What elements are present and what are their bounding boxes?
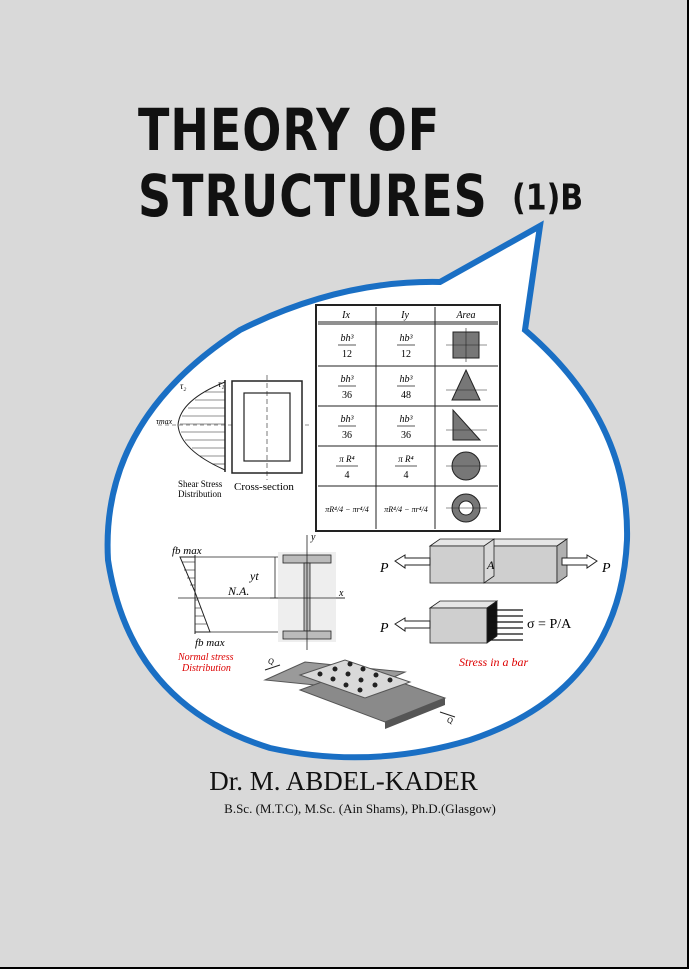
row4-ix-den: 4 xyxy=(345,470,350,481)
section-properties-table: Ix Iy Area bh³ 12 hb³ 12 bh³ 36 hb³ 48 b… xyxy=(315,304,501,532)
row3-iy-num: hb³ xyxy=(400,414,414,425)
row4-iy-num: π R⁴ xyxy=(398,454,413,464)
row2-iy-num: hb³ xyxy=(400,374,414,385)
row1-ix-num: bh³ xyxy=(341,333,355,344)
fb-max-bottom-label: fb max xyxy=(195,637,225,649)
tau-max-label: τmax xyxy=(156,417,173,426)
book-title-line1: THEORY OF xyxy=(138,96,441,164)
sigma-formula: σ = P/A xyxy=(527,617,572,632)
shear-stress-figure: τ₂ τ₁ τmax Shear Stress Distribution Cro… xyxy=(156,375,310,499)
normal-caption-line2: Distribution xyxy=(181,663,231,674)
shear-caption-line2: Distribution xyxy=(178,489,222,499)
rectangle-shape-icon xyxy=(446,328,487,362)
cross-section-caption: Cross-section xyxy=(234,481,294,493)
row2-iy-den: 48 xyxy=(401,390,411,401)
author-name: Dr. M. ABDEL-KADER xyxy=(209,766,478,796)
tau1-label: τ₁ xyxy=(218,379,224,389)
row4-iy-den: 4 xyxy=(404,470,409,481)
book-title-line2: STRUCTURES xyxy=(138,162,488,230)
bar-caption: Stress in a bar xyxy=(459,655,529,669)
shear-caption-line1: Shear Stress xyxy=(178,479,223,489)
right-triangle-shape-icon xyxy=(446,408,487,441)
circle-shape-icon xyxy=(446,451,487,481)
q-right-label: Q xyxy=(447,716,453,725)
bar-tension-figure: P P A P σ = P/A Stress in a bar xyxy=(379,538,611,669)
row4-ix-num: π R⁴ xyxy=(339,454,354,464)
neutral-axis-label: N.A. xyxy=(227,584,249,598)
table-header-ix: Ix xyxy=(341,310,350,321)
tau2-label: τ₂ xyxy=(180,381,186,391)
row1-iy-num: hb³ xyxy=(400,333,414,344)
row2-ix-num: bh³ xyxy=(341,374,355,385)
row1-ix-den: 12 xyxy=(342,349,352,360)
x-axis-label: x xyxy=(338,588,344,599)
table-header-area: Area xyxy=(455,310,475,321)
q-left-label: Q xyxy=(268,657,274,666)
yt-label: yt xyxy=(249,569,259,583)
ring-shape-icon xyxy=(446,493,487,523)
row5-iy-expr: πR⁴/4 − πr⁴/4 xyxy=(384,505,427,514)
bolted-joint-figure: Q Q xyxy=(263,657,456,729)
normal-stress-figure: fb max fb max yt N.A. x y Normal stress … xyxy=(172,532,345,674)
normal-caption-line1: Normal stress xyxy=(177,652,234,663)
row1-iy-den: 12 xyxy=(401,349,411,360)
row2-ix-den: 36 xyxy=(342,390,352,401)
p-left2-label: P xyxy=(379,621,389,636)
row3-ix-den: 36 xyxy=(342,430,352,441)
author-degrees: B.Sc. (M.T.C), M.Sc. (Ain Shams), Ph.D.(… xyxy=(224,801,496,816)
box-cross-section xyxy=(231,375,303,480)
fb-max-top-label: fb max xyxy=(172,545,202,557)
p-left-label: P xyxy=(379,561,389,576)
p-right-label: P xyxy=(601,561,611,576)
book-title-volume: (1)B xyxy=(512,177,584,219)
triangle-shape-icon xyxy=(446,368,487,401)
y-axis-label: y xyxy=(310,532,316,543)
section-a-label: A xyxy=(486,558,495,572)
row3-ix-num: bh³ xyxy=(341,414,355,425)
row3-iy-den: 36 xyxy=(401,430,411,441)
table-header-iy: Iy xyxy=(400,310,409,321)
row5-ix-expr: πR⁴/4 − πr⁴/4 xyxy=(325,505,368,514)
